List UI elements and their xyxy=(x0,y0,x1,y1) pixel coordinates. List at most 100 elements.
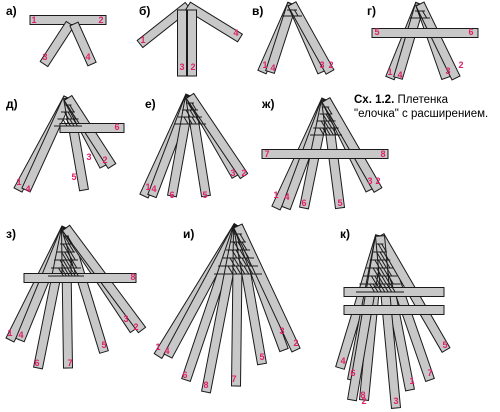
strip-number: 2 xyxy=(375,176,380,186)
caption-text-line2: "елочка" с расширением. xyxy=(354,108,489,120)
lattice-line xyxy=(325,127,331,136)
strip-number: 2 xyxy=(98,15,103,25)
step-label: и) xyxy=(183,227,194,241)
lattice-line xyxy=(417,10,423,19)
lattice-line xyxy=(237,241,244,251)
lattice-line xyxy=(327,106,333,115)
strip-number: 3 xyxy=(42,52,47,62)
lattice-line xyxy=(377,243,384,253)
strip-number: 6 xyxy=(34,358,39,368)
strip-number: 3 xyxy=(230,168,235,178)
lattice-line xyxy=(241,257,248,267)
strip-number: 1 xyxy=(387,67,392,77)
lattice-line xyxy=(233,241,240,251)
strip-number: 6 xyxy=(350,368,355,378)
lattice-line xyxy=(382,283,389,293)
weave-lattice xyxy=(214,233,262,275)
lattice-line xyxy=(377,275,384,285)
lattice-line xyxy=(68,259,75,269)
lattice-line xyxy=(322,127,328,136)
strip-number: 4 xyxy=(85,52,90,62)
strip-number: 4 xyxy=(18,330,23,340)
weave-lattice xyxy=(410,10,430,19)
lattice-line xyxy=(376,283,382,293)
lattice-line xyxy=(70,251,76,261)
lattice-line xyxy=(328,127,334,136)
strip-number: 3 xyxy=(279,326,284,336)
strip-number: 2 xyxy=(102,155,107,165)
strip xyxy=(374,235,402,409)
lattice-line xyxy=(320,120,326,129)
strip-number: 5 xyxy=(374,27,379,37)
strip xyxy=(187,9,197,77)
strip-number: 3 xyxy=(86,152,91,162)
lattice-line xyxy=(381,275,387,285)
lattice-line xyxy=(61,251,67,261)
lattice-line xyxy=(64,111,70,120)
strip-number: 5 xyxy=(101,340,106,350)
lattice-line xyxy=(319,127,325,136)
strip xyxy=(21,95,73,193)
lattice-line xyxy=(386,267,393,277)
lattice-line xyxy=(330,120,336,129)
lattice-line xyxy=(191,116,197,125)
strip-number: 4 xyxy=(340,356,345,366)
lattice-line xyxy=(369,283,375,293)
lattice-line xyxy=(189,109,195,118)
strip-number: 6 xyxy=(468,27,473,37)
lattice-line xyxy=(245,257,252,267)
lattice-line xyxy=(377,259,384,269)
lattice-line xyxy=(384,259,391,269)
weave-lattice xyxy=(54,104,82,127)
strip-number: 8 xyxy=(203,380,208,390)
lattice-line xyxy=(229,257,236,267)
lattice-line xyxy=(372,267,379,277)
lattice-line xyxy=(379,251,386,261)
lattice-line xyxy=(70,267,76,277)
lattice-line xyxy=(183,116,189,125)
strip xyxy=(233,223,301,353)
strip-number: 2 xyxy=(328,60,333,70)
lattice-line xyxy=(388,275,394,285)
step-label: д) xyxy=(6,97,18,111)
strip-number: 8 xyxy=(360,390,365,400)
strip-number: 4 xyxy=(270,63,275,73)
lattice-line xyxy=(422,10,428,19)
strip-number: 8 xyxy=(380,149,385,159)
lattice-line xyxy=(327,120,333,129)
lattice-line xyxy=(59,259,66,269)
strip-number: 4 xyxy=(233,28,238,38)
strip-number: 6 xyxy=(169,190,174,200)
lattice-line xyxy=(67,235,73,245)
lattice-line xyxy=(237,257,244,267)
weave-lattice xyxy=(282,9,302,17)
strip-number: 6 xyxy=(182,370,187,380)
lattice-line xyxy=(239,249,246,259)
lattice-line xyxy=(185,109,191,118)
lattice-line xyxy=(239,265,246,275)
strip-number: 1 xyxy=(409,376,414,386)
lattice-line xyxy=(187,116,193,125)
lattice-line xyxy=(374,275,381,285)
lattice-line xyxy=(231,249,238,259)
lattice-line xyxy=(72,118,78,127)
strip-number: 2 xyxy=(133,322,138,332)
lattice-line xyxy=(73,267,79,277)
lattice-line xyxy=(187,102,193,111)
strip-number: 2 xyxy=(361,396,366,406)
strip-number: 1 xyxy=(273,190,278,200)
lattice-line xyxy=(64,235,70,245)
figure-caption: Сх. 1.2. Плетенка "елочка" с расширением… xyxy=(354,93,496,121)
step-label: ж) xyxy=(261,97,275,111)
lattice-line xyxy=(379,267,386,277)
